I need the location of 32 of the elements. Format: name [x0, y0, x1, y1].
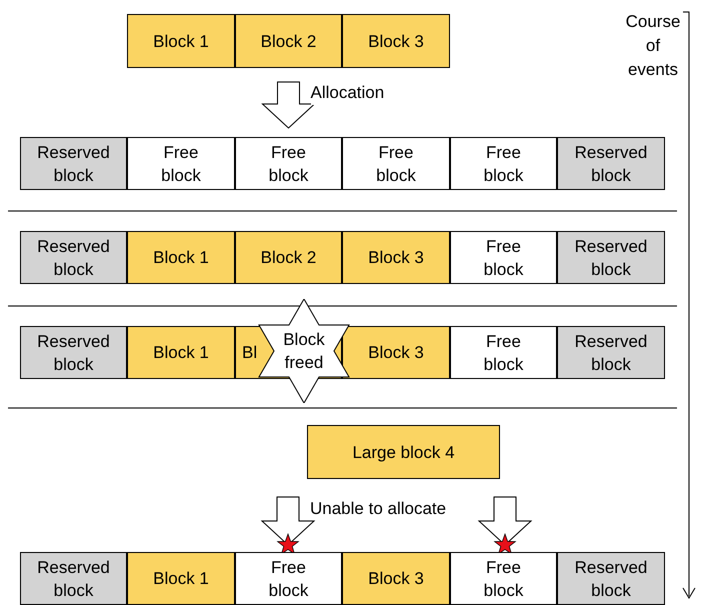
- reserved-block: Reserved block: [20, 552, 127, 605]
- allocated-block: Block 1: [127, 326, 235, 379]
- free-block: Free block: [450, 552, 557, 605]
- allocated-block: Block 2: [235, 14, 342, 68]
- allocated-block: Block 3: [342, 231, 450, 284]
- allocated-block: Block 3: [342, 326, 450, 379]
- reserved-block: Reserved block: [557, 231, 665, 284]
- free-block: Free block: [450, 326, 557, 379]
- allocated-block: Bl: [235, 326, 263, 379]
- starburst-label: Block freed: [282, 329, 326, 374]
- free-block: Free block: [235, 137, 342, 190]
- free-block: Free block: [127, 137, 235, 190]
- free-block: Free block: [342, 137, 450, 190]
- free-block: Free block: [450, 231, 557, 284]
- reserved-block: Reserved block: [557, 552, 665, 605]
- allocated-block: Block 2: [235, 231, 342, 284]
- note-text: Unable to allocate: [310, 498, 446, 520]
- allocated-block: Block 3: [342, 552, 450, 605]
- reserved-block: Reserved block: [557, 137, 665, 190]
- allocated-block: Block 1: [127, 231, 235, 284]
- allocated-block: Large block 4: [307, 425, 500, 479]
- free-block: Free block: [450, 137, 557, 190]
- allocated-block: Block 1: [127, 552, 235, 605]
- allocated-block: Block 3: [342, 14, 450, 68]
- timeline-caption: Course of events: [624, 11, 682, 81]
- hollow-arrow: [261, 82, 316, 129]
- reserved-block: Reserved block: [20, 137, 127, 190]
- reserved-block: Reserved block: [20, 326, 127, 379]
- reserved-block: Reserved block: [557, 326, 665, 379]
- free-block: Free block: [235, 552, 342, 605]
- reserved-block: Reserved block: [20, 231, 127, 284]
- allocated-block: Block 1: [127, 14, 235, 68]
